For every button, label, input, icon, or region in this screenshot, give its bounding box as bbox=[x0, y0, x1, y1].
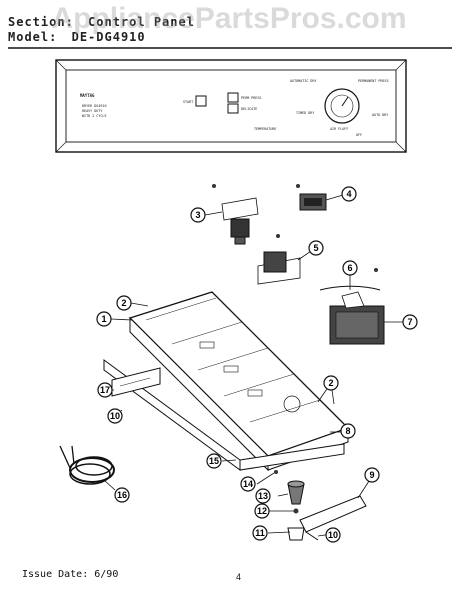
callout-number: 10 bbox=[328, 530, 338, 540]
part-4-switch-illustration bbox=[296, 184, 327, 211]
dial-label-4: AUTO DRY bbox=[372, 113, 388, 117]
section-label: Section: bbox=[8, 15, 74, 29]
callout-10-left: 10 bbox=[107, 408, 123, 424]
callout-number: 14 bbox=[243, 479, 253, 489]
callout-circle bbox=[254, 503, 270, 519]
callout-circle bbox=[114, 487, 130, 503]
selector-label-2: DELICATE bbox=[241, 107, 257, 111]
callout-11: 11 bbox=[252, 525, 268, 541]
callout-circle bbox=[341, 186, 357, 202]
callout-circle bbox=[255, 488, 271, 504]
part-16-harness-illustration bbox=[59, 445, 115, 485]
callout-circle bbox=[97, 382, 113, 398]
callout-circle bbox=[342, 260, 358, 276]
callout-circle bbox=[402, 314, 418, 330]
callout-number: 17 bbox=[100, 385, 110, 395]
issue-date-label: Issue Date: bbox=[22, 569, 89, 580]
callout-circle bbox=[190, 207, 206, 223]
panel-brand: MAYTAG bbox=[80, 93, 95, 98]
issue-date: Issue Date: 6/90 bbox=[22, 569, 118, 580]
page-number: 4 bbox=[236, 572, 242, 582]
callout-number: 2 bbox=[121, 298, 126, 308]
callout-circle bbox=[107, 408, 123, 424]
section-header: Section: Control Panel bbox=[8, 15, 195, 29]
callout-9: 9 bbox=[364, 467, 380, 483]
selector-label-1: PERM PRESS bbox=[241, 96, 261, 100]
callout-circle bbox=[116, 295, 132, 311]
issue-date-value: 6/90 bbox=[94, 569, 119, 580]
part-7-timer-illustration bbox=[329, 291, 385, 345]
callout-16: 16 bbox=[114, 487, 130, 503]
callout-4: 4 bbox=[341, 186, 357, 202]
callout-number: 10 bbox=[110, 411, 120, 421]
callout-number: 3 bbox=[195, 210, 200, 220]
dial-label-1: AUTOMATIC DRY bbox=[290, 79, 317, 83]
callout-number: 6 bbox=[347, 263, 352, 273]
selector-button-bottom bbox=[227, 103, 239, 114]
callout-circle bbox=[252, 525, 268, 541]
callout-markers: 1 2 2 3 4 5 6 7 8 9 10 10 11 12 13 14 15… bbox=[96, 186, 418, 543]
callout-number: 11 bbox=[255, 528, 265, 538]
callout-8: 8 bbox=[340, 423, 356, 439]
callout-number: 8 bbox=[345, 426, 350, 436]
callout-15: 15 bbox=[206, 453, 222, 469]
callout-number: 1 bbox=[101, 314, 106, 324]
callout-14: 14 bbox=[240, 476, 256, 492]
control-panel-illustration: MAYTAG DRYER DG4910 HEAVY DUTY WITH 2 CY… bbox=[55, 59, 407, 153]
callout-circle bbox=[206, 453, 222, 469]
callout-number: 4 bbox=[346, 189, 351, 199]
callout-7: 7 bbox=[402, 314, 418, 330]
callout-10-right: 10 bbox=[325, 527, 341, 543]
dial-label-6: OFF bbox=[356, 133, 362, 137]
callout-circle bbox=[340, 423, 356, 439]
dial-label-5: AIR FLUFF bbox=[330, 127, 348, 131]
callout-number: 7 bbox=[407, 317, 412, 327]
selector-button-top bbox=[227, 92, 239, 103]
temperature-label: TEMPERATURE bbox=[254, 127, 276, 131]
start-button bbox=[195, 95, 207, 107]
callout-number: 13 bbox=[258, 491, 268, 501]
panel-info-2: HEAVY DUTY bbox=[82, 109, 102, 113]
callout-3: 3 bbox=[190, 207, 206, 223]
dial-label-3: TIMED DRY bbox=[296, 111, 314, 115]
panel-info-3: WITH 2 CYCLE bbox=[82, 114, 107, 118]
model-value: DE-DG4910 bbox=[71, 30, 146, 44]
model-label: Model: bbox=[8, 30, 58, 44]
callout-circle bbox=[240, 476, 256, 492]
section-value: Control Panel bbox=[88, 15, 195, 29]
callout-12: 12 bbox=[254, 503, 270, 519]
callout-circle bbox=[96, 311, 112, 327]
start-label: START bbox=[183, 100, 193, 104]
part-3-switch-illustration bbox=[212, 184, 259, 245]
part-9-lever-illustration bbox=[299, 495, 367, 541]
callout-circle bbox=[364, 467, 380, 483]
dial-label-2: PERMANENT PRESS bbox=[358, 79, 389, 83]
callout-6: 6 bbox=[342, 260, 358, 276]
callout-circle bbox=[323, 375, 339, 391]
model-header: Model: DE-DG4910 bbox=[8, 30, 146, 44]
callout-circle bbox=[308, 240, 324, 256]
callout-2-right: 2 bbox=[323, 375, 339, 391]
callout-number: 12 bbox=[257, 506, 267, 516]
panel-info-1: DRYER DG4910 bbox=[82, 104, 107, 108]
part-6-wire-illustration bbox=[319, 268, 381, 291]
callout-number: 15 bbox=[209, 456, 219, 466]
callout-2-top: 2 bbox=[116, 295, 132, 311]
callout-1: 1 bbox=[96, 311, 112, 327]
callout-circle bbox=[325, 527, 341, 543]
callout-number: 5 bbox=[313, 243, 318, 253]
part-5-relay-illustration bbox=[257, 234, 301, 285]
knob-parts-illustration bbox=[274, 470, 305, 541]
callout-5: 5 bbox=[308, 240, 324, 256]
callout-13: 13 bbox=[255, 488, 271, 504]
callout-number: 2 bbox=[328, 378, 333, 388]
callout-17: 17 bbox=[97, 382, 113, 398]
callout-number: 9 bbox=[369, 470, 374, 480]
callout-number: 16 bbox=[117, 490, 127, 500]
